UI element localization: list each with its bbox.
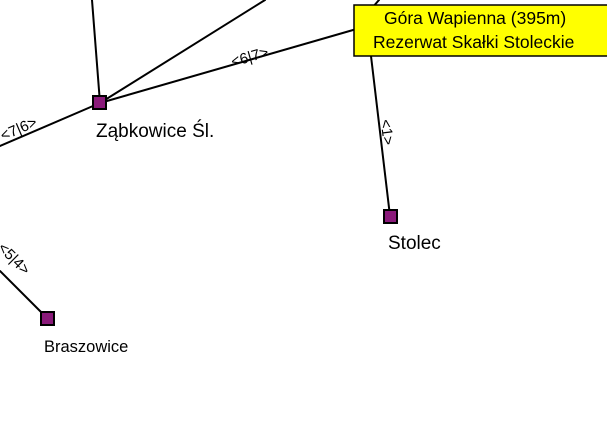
route-zabkowice-to-northeast: [99, 0, 266, 104]
route-west-to-zabkowice: [0, 102, 101, 147]
place-label-braszowice: Braszowice: [44, 338, 128, 356]
node-zabkowice: [92, 95, 107, 110]
node-stolec: [383, 209, 398, 224]
distance-label-braszowice-route: <5|4>: [0, 240, 33, 279]
route-gora-wapienna-to-stolec: [370, 55, 391, 217]
poi-subtitle-rezerwat: Rezerwat Skałki Stoleckie: [373, 32, 574, 52]
place-label-stolec: Stolec: [388, 233, 441, 254]
route-zabkowice-to-gora-wapienna: [99, 27, 361, 104]
place-label-zabkowice: Ząbkowice Śl.: [96, 120, 214, 142]
route-north-to-zabkowice: [91, 0, 101, 104]
distance-label-zabkowice-gora: <6|7>: [229, 44, 271, 71]
node-braszowice: [40, 311, 55, 326]
poi-box-gora-wapienna: [353, 4, 607, 57]
poi-title-gora-wapienna: Góra Wapienna (395m): [384, 8, 566, 28]
distance-label-west-zabkowice: <7|6>: [0, 114, 40, 145]
distance-label-gora-stolec: <1>: [377, 118, 397, 146]
